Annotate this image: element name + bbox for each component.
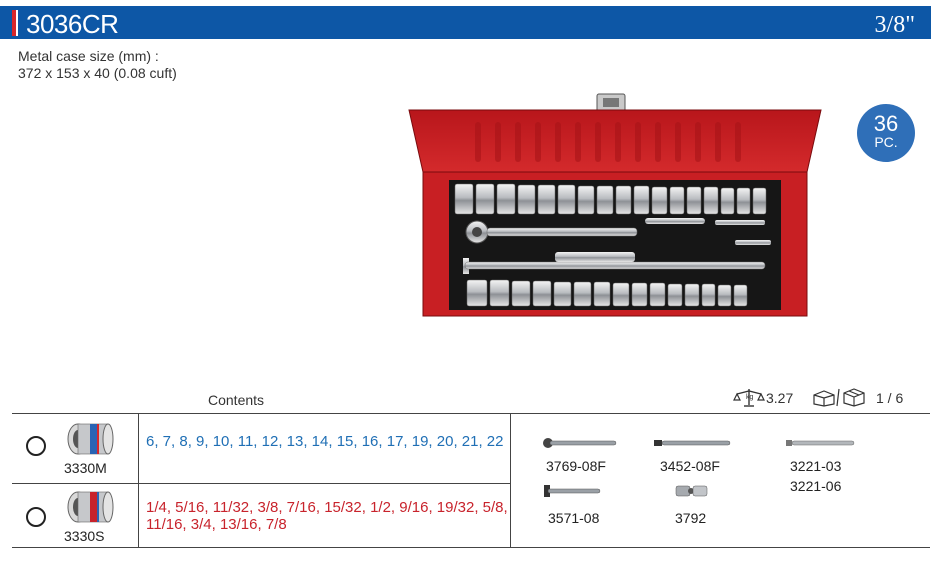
row-sizes-metric: 6, 7, 8, 9, 10, 11, 12, 13, 14, 15, 16, … <box>146 433 504 450</box>
universal-joint-icon <box>675 485 708 497</box>
table-row-divider <box>12 483 510 484</box>
piece-count-badge: 36 PC. <box>857 104 915 162</box>
table-col-divider <box>138 413 139 547</box>
drive-size: 3/8" <box>874 12 915 38</box>
tool-label: 3452-08F <box>660 458 720 474</box>
contents-heading: Contents <box>208 392 265 408</box>
row-sizes-sae: 1/4, 5/16, 11/32, 3/8, 7/16, 15/32, 1/2,… <box>146 499 508 533</box>
piece-unit: PC. <box>874 134 898 150</box>
product-photo <box>408 93 822 317</box>
table-bottom-border <box>12 547 930 548</box>
tool-label: 3792 <box>675 510 707 526</box>
table-top-border <box>12 413 930 414</box>
sliding-t-bar-icon <box>544 485 601 497</box>
packing-box-icon <box>813 388 865 407</box>
tool-label: 3221-06 <box>790 478 842 494</box>
svg-text:kg: kg <box>746 394 754 401</box>
tool-label: 3571-08 <box>548 510 600 526</box>
extension-bar-icon <box>786 440 855 446</box>
weight-scale-icon: kg <box>733 389 765 407</box>
tool-label: 3769-08F <box>546 458 606 474</box>
row-code: 3330M <box>64 460 107 476</box>
title-bar: 3036CR 3/8" <box>0 6 931 39</box>
socket-sae-icon <box>67 491 114 523</box>
contents-table: 3330M 6, 7, 8, 9, 10, 11, 12, 13, 14, 15… <box>12 413 930 548</box>
weight-value: 3.27 <box>766 390 794 406</box>
tool-label: 3221-03 <box>790 458 842 474</box>
socket-metric-icon <box>67 423 114 455</box>
table-col-divider <box>510 413 511 547</box>
case-size: Metal case size (mm) : 372 x 153 x 40 (0… <box>18 48 177 82</box>
case-size-dimensions: 372 x 153 x 40 (0.08 cuft) <box>18 65 177 81</box>
select-3330m-radio[interactable] <box>26 436 46 456</box>
flex-handle-icon <box>654 440 731 446</box>
row-code: 3330S <box>64 528 105 544</box>
model-title: 3036CR <box>26 9 119 39</box>
header-red-stripe <box>12 10 16 36</box>
piece-count: 36 <box>873 111 899 136</box>
header-white-stripe <box>16 10 18 36</box>
case-size-label: Metal case size (mm) : <box>18 48 159 64</box>
select-3330s-radio[interactable] <box>26 507 46 527</box>
ratchet-icon <box>543 438 617 448</box>
packing-value: 1 / 6 <box>876 390 904 406</box>
